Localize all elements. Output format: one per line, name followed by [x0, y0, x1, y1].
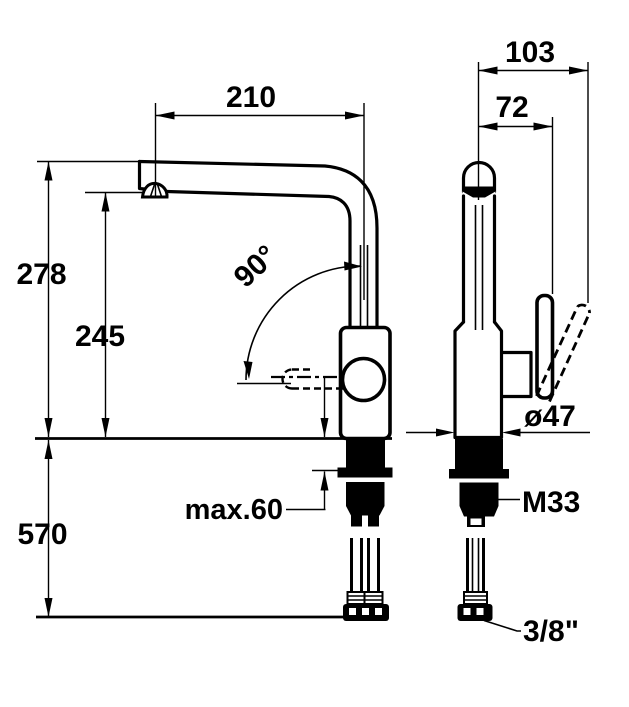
- front-connector-holes: [463, 608, 484, 615]
- side-view: [137, 159, 393, 621]
- front-channel-lines: [474, 205, 484, 330]
- front-shank: [455, 439, 503, 469]
- front-hose-collar: [463, 591, 488, 605]
- dim-label-210: 210: [226, 81, 276, 114]
- dim-label-90deg: 90°: [228, 239, 284, 294]
- side-shank: [346, 438, 385, 468]
- dim-label-245: 245: [75, 320, 125, 353]
- front-mounting-nut: [459, 482, 499, 517]
- dim-m33: M33: [498, 486, 580, 519]
- dimension-annotations: 210 103 72 278 245 5: [16, 36, 590, 648]
- dim-label-dia47: ø47: [524, 400, 576, 433]
- side-connector-holes: [349, 608, 382, 615]
- dim-label-278: 278: [16, 258, 66, 291]
- handle-raised-dashed: [535, 303, 591, 403]
- dim-278: 278: [16, 160, 140, 437]
- dim-72: 72: [478, 91, 554, 294]
- dim-hose-thread: 3/8": [483, 615, 579, 648]
- dim-label-72: 72: [495, 91, 528, 124]
- reference-lines: [35, 437, 392, 619]
- spout-outer-edge: [137, 159, 379, 330]
- side-hoses: [350, 538, 380, 592]
- handle-bar: [535, 293, 555, 400]
- spout-inner-edge: [165, 189, 352, 330]
- dim-dia47: ø47: [406, 400, 590, 437]
- dim-103: 103: [477, 36, 589, 303]
- aerator-notch: [149, 184, 163, 197]
- side-nut-stubs: [351, 515, 379, 527]
- front-aerator-wedges: [462, 191, 496, 198]
- front-hose: [466, 538, 485, 592]
- side-locknut-flange: [337, 467, 393, 478]
- dim-max60: max.60: [185, 378, 339, 526]
- front-locknut-flange: [449, 469, 509, 479]
- front-tube-sides: [461, 194, 497, 324]
- front-hose-connector: [457, 604, 493, 621]
- dim-210: 210: [154, 81, 365, 300]
- side-hose-collars: [346, 591, 384, 605]
- lever-stub-dashed: [281, 368, 345, 390]
- dim-label-570: 570: [17, 518, 67, 551]
- front-body: [453, 320, 533, 440]
- dim-label-m33: M33: [522, 486, 580, 519]
- front-hose-inner: [471, 538, 480, 592]
- dim-245: 245: [75, 191, 143, 437]
- dim-label-103: 103: [505, 36, 555, 69]
- side-mounting-nut: [346, 482, 385, 516]
- pivot-circle: [340, 356, 387, 403]
- front-view: [449, 160, 591, 621]
- dim-label-hose-thread: 3/8": [523, 615, 579, 648]
- front-nut-tip-hole: [470, 518, 482, 525]
- dim-570: 570: [17, 440, 68, 617]
- dim-label-max60: max.60: [185, 494, 283, 526]
